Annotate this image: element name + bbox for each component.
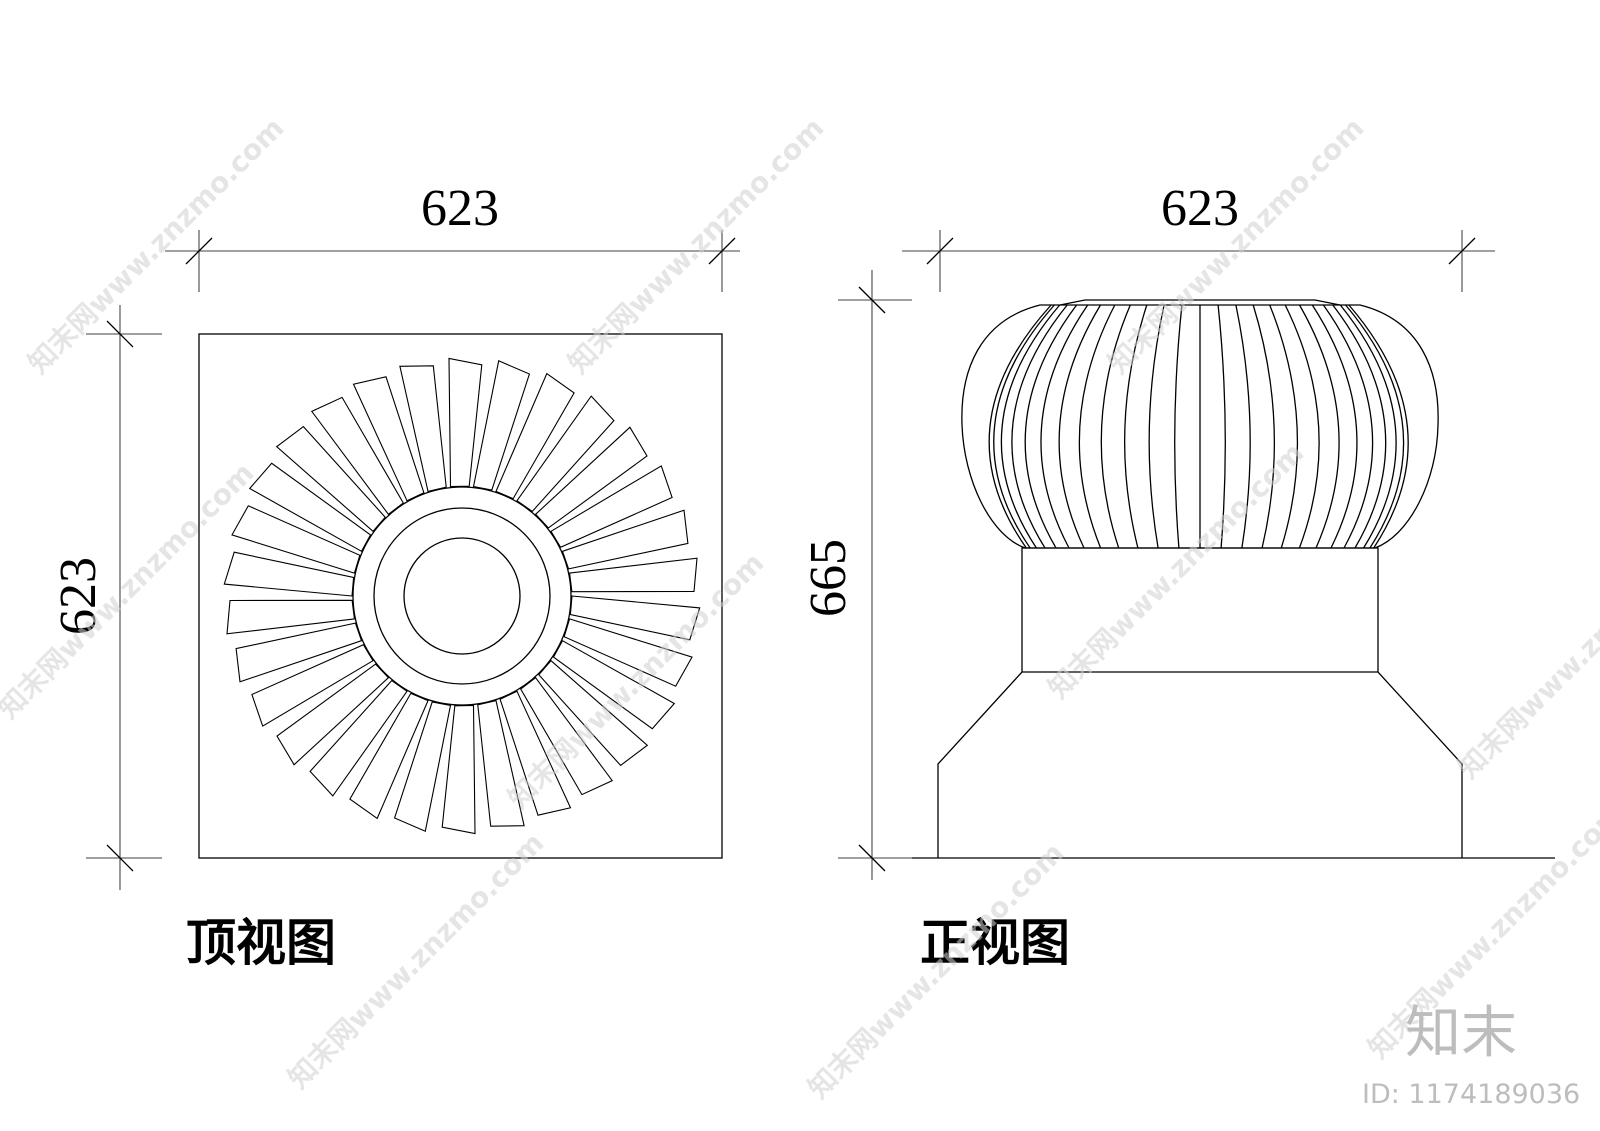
dome-rib <box>1332 304 1387 549</box>
watermark-id: ID: 1174189036 <box>1362 1079 1580 1110</box>
hub-inner-ring <box>403 537 521 655</box>
ventilator-base <box>937 671 1463 858</box>
top-view-title: 顶视图 <box>186 913 336 972</box>
watermark-text: 知末网www.znzmo.com <box>562 111 831 380</box>
dome-rib <box>1345 304 1405 549</box>
front-view-height-label: 665 <box>800 539 857 617</box>
front-view-height-dimension: 665 <box>800 270 912 880</box>
turbine-blade <box>352 376 425 502</box>
turbine-blade <box>495 372 575 500</box>
front-view-width-dimension: 623 <box>902 180 1495 292</box>
turbine-blade <box>231 505 361 574</box>
turbine-blade <box>552 639 676 730</box>
dome-rib <box>1123 304 1148 549</box>
top-view-frame <box>198 333 723 859</box>
top-view-width-label: 623 <box>421 180 499 237</box>
dome-rib <box>1311 304 1358 549</box>
top-view-width-dimension: 623 <box>165 180 740 292</box>
turbine-blade <box>477 699 525 827</box>
turbine-blade <box>516 395 615 513</box>
top-view: 623 623 顶视图 <box>50 180 740 972</box>
turbine-blade <box>309 679 408 797</box>
turbine-blade <box>349 692 429 820</box>
turbine-blade <box>399 365 447 493</box>
turbine-blade <box>472 360 531 491</box>
front-view: 623 665 正视图 <box>800 180 1555 972</box>
dome-rib <box>1322 304 1374 549</box>
watermark-text: 知末网www.znzmo.com <box>0 456 260 725</box>
dome-rib <box>1339 304 1397 549</box>
top-view-height-label: 623 <box>50 557 107 635</box>
turbine-blade <box>538 659 649 767</box>
watermark-text: 知末网www.znzmo.com <box>1102 111 1371 380</box>
dome-rib <box>1078 304 1116 549</box>
watermark-text: 知末网www.znzmo.com <box>22 111 291 380</box>
top-view-height-dimension: 623 <box>50 305 162 890</box>
turbine-blade <box>563 618 693 687</box>
watermark-logo: 知末 <box>1405 1001 1517 1066</box>
front-view-width-label: 623 <box>1161 180 1239 237</box>
dome-rib <box>1100 304 1131 549</box>
hub-outer-ring <box>352 486 572 706</box>
dome-rib <box>1269 304 1299 549</box>
dome-rib <box>1348 304 1409 549</box>
dome-rib <box>993 304 1055 549</box>
dome-rib <box>1252 304 1276 549</box>
turbine-blade <box>448 357 483 488</box>
dome-rib <box>1011 304 1068 549</box>
dome-rib <box>1058 304 1102 549</box>
dome-rib <box>1235 304 1251 549</box>
ventilator-dome <box>961 304 1439 549</box>
dome-rib <box>1024 304 1078 549</box>
ventilator-cap <box>1059 299 1341 306</box>
front-view-title: 正视图 <box>920 913 1070 972</box>
turbine-blade <box>275 425 386 533</box>
dome-rib <box>1284 304 1320 549</box>
dome-rib <box>1217 304 1226 549</box>
hub-middle-ring <box>373 507 551 685</box>
dome-rib <box>988 304 1052 549</box>
turbine-blade <box>248 462 372 553</box>
dome-rib <box>1000 304 1061 549</box>
dome-ribs <box>988 304 1409 549</box>
turbine-blade <box>499 690 572 816</box>
dome-rib <box>1298 304 1340 549</box>
turbine-blades-top <box>223 357 701 835</box>
watermark-text: 知末网www.znzmo.com <box>1452 516 1600 785</box>
dome-rib <box>1040 304 1089 549</box>
turbine-blade <box>393 701 452 832</box>
dome-rib <box>1148 304 1165 549</box>
turbine-blade <box>441 704 476 835</box>
dome-rib <box>1174 304 1183 549</box>
